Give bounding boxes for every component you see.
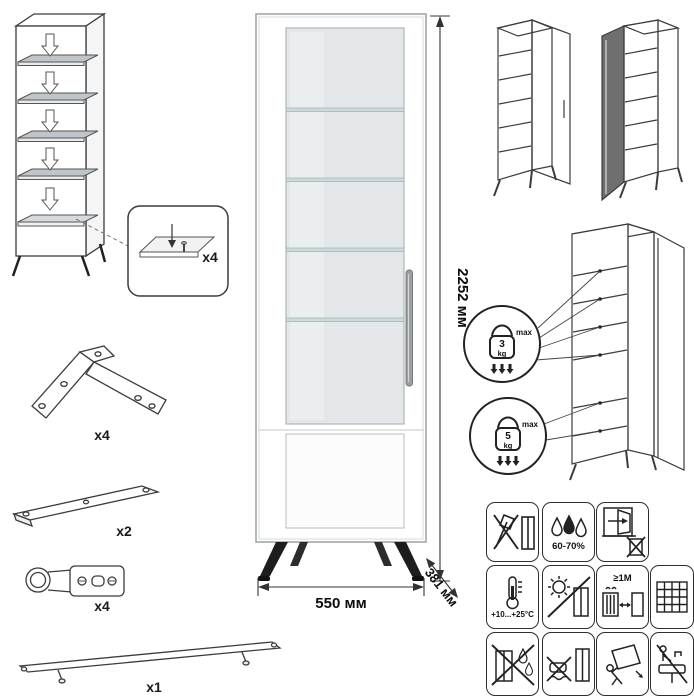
leg-bracket-icon <box>31 345 167 419</box>
wood-shelf-load-note: max <box>522 420 539 429</box>
rail-icon <box>11 485 161 528</box>
glass-shelf-load-callout: 3 kg max <box>463 305 541 383</box>
rail-drawing: x2 <box>4 470 174 548</box>
no-wet-room-icon <box>650 632 694 696</box>
wireframe-cabinet-dark-icon <box>601 19 683 202</box>
leg-bracket-qty-label: x4 <box>94 427 110 443</box>
height-dimension-label: 2252 мм <box>454 268 471 328</box>
weight-icon <box>491 324 513 337</box>
no-liquids-icon <box>486 632 539 696</box>
temperature-value: +10...+25°C <box>491 610 534 620</box>
no-wet-cleaning-icon <box>542 632 595 696</box>
hinge-drawing: x4 <box>14 548 139 616</box>
cabinet-main-view: 2252 мм 550 мм 381 мм <box>242 4 476 616</box>
open-window-icon <box>596 502 649 562</box>
ventilation-grid-icon <box>650 565 694 629</box>
load-arrows <box>490 364 514 374</box>
shelf-support-qty-label: x4 <box>202 249 218 265</box>
cabinet-legs <box>11 243 107 277</box>
callout-leader-line <box>75 218 131 248</box>
depth-dimension <box>426 558 458 598</box>
weight-icon <box>497 416 519 429</box>
handle-icon <box>18 641 282 684</box>
wood-shelf-load-value: 5 <box>505 431 511 442</box>
no-sharp-tools-icon <box>486 502 539 562</box>
glass-shelf-load-note: max <box>516 328 533 337</box>
heat-distance-value: ≥1M <box>613 572 632 584</box>
cabinet-exploded-drawing: x4 <box>6 4 236 306</box>
handle-drawing: x1 <box>6 630 301 698</box>
bottom-door-panel <box>285 433 405 529</box>
cabinet-legs <box>258 542 424 581</box>
height-dimension <box>430 15 450 582</box>
wireframe-door-left <box>594 8 694 214</box>
glass-shelf-load-value: 3 <box>499 339 505 350</box>
hinge-qty-label: x4 <box>94 598 110 614</box>
door-handle <box>405 269 413 387</box>
wood-shelf-load-unit: kg <box>504 441 513 450</box>
heat-source-distance-icon: ≥1M <box>596 565 649 629</box>
no-direct-sunlight-icon <box>542 565 595 629</box>
wireframe-cabinet-icon <box>493 19 571 197</box>
shelves <box>17 54 99 227</box>
load-cabinet-icon <box>569 223 685 481</box>
fastener-detail-callout: x4 <box>127 205 229 297</box>
load-limit-diagram: 3 kg max 5 kg max <box>452 212 694 504</box>
handle-qty-label: x1 <box>146 679 162 695</box>
leader-lines <box>535 270 601 441</box>
glass-shelves <box>285 107 405 322</box>
rail-qty-label: x2 <box>116 523 132 539</box>
temperature-range-icon: +10...+25°C <box>486 565 539 629</box>
humidity-icon: 60-70% <box>542 502 595 562</box>
wood-shelf-load-callout: 5 kg max <box>469 397 547 475</box>
wireframe-door-right <box>482 8 586 214</box>
glass-shelf-load-unit: kg <box>498 349 507 358</box>
insert-direction-arrows <box>40 33 60 211</box>
width-dimension-label: 550 мм <box>315 595 366 612</box>
humidity-value: 60-70% <box>552 540 585 552</box>
carry-with-care-icon <box>596 632 649 696</box>
load-arrows <box>496 456 520 466</box>
hinge-icon <box>25 565 125 597</box>
width-dimension <box>257 578 425 596</box>
cabinet-body <box>255 13 427 543</box>
leg-bracket-drawing: x4 <box>18 326 183 448</box>
